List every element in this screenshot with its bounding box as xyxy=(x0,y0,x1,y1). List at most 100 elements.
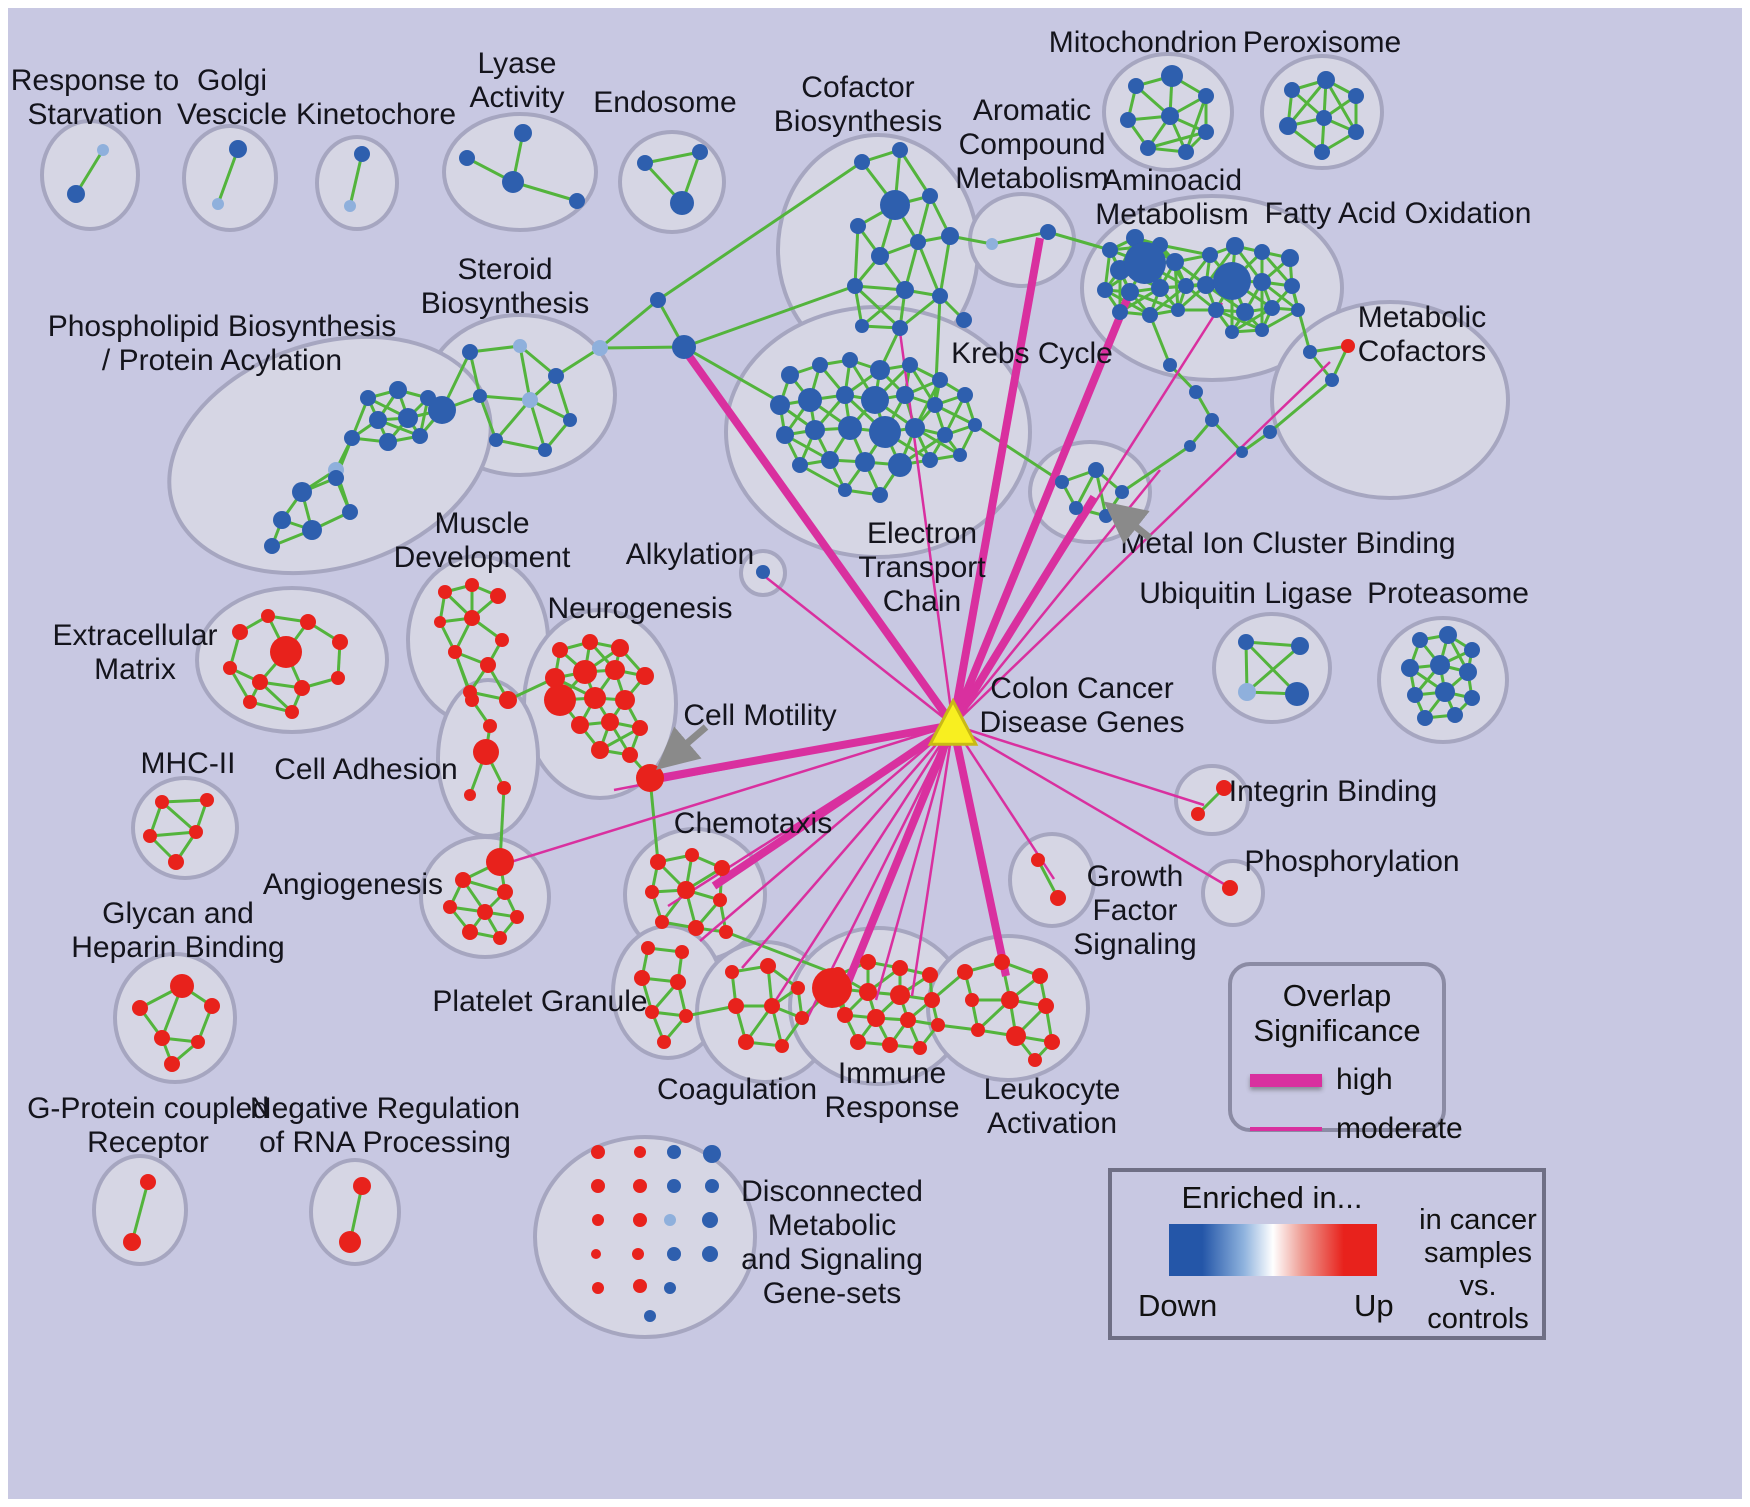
gene-set-overlap-edge xyxy=(853,225,860,287)
gene-set-node xyxy=(584,687,606,709)
gene-set-node xyxy=(1225,325,1239,339)
gene-set-node xyxy=(764,998,780,1014)
gene-set-node xyxy=(941,227,959,245)
gene-set-node xyxy=(1198,124,1214,140)
gene-set-node xyxy=(719,925,733,939)
gene-set-overlap-edge xyxy=(898,149,932,197)
gene-set-node xyxy=(200,793,214,807)
gene-set-node xyxy=(702,1246,718,1262)
up-regulated-label: Up xyxy=(1354,1288,1394,1323)
gene-set-node xyxy=(591,741,609,759)
gene-set-node xyxy=(636,667,654,685)
gene-set-node xyxy=(1284,278,1300,294)
gene-set-node xyxy=(1088,462,1104,478)
gene-set-node xyxy=(633,1213,647,1227)
gene-set-node xyxy=(1263,425,1277,439)
gene-set-node xyxy=(792,457,808,473)
cluster-region-aromatic-compound-metabolism xyxy=(968,192,1076,288)
gene-set-node xyxy=(1291,303,1305,317)
gene-set-node xyxy=(1216,780,1232,796)
gene-set-node xyxy=(910,234,926,250)
gene-set-node xyxy=(896,386,914,404)
gene-set-node xyxy=(913,1041,927,1055)
disease-overlap-edge-high xyxy=(949,237,1044,726)
inter-cluster-edge xyxy=(1290,285,1312,353)
gene-set-node xyxy=(592,340,608,356)
gene-set-overlap-edge xyxy=(1246,644,1301,694)
gene-set-node xyxy=(1163,358,1177,372)
gene-set-overlap-edge xyxy=(599,298,659,350)
gene-set-overlap-edge xyxy=(161,798,208,804)
gene-set-overlap-edge xyxy=(899,294,941,330)
gene-set-node xyxy=(164,1056,180,1072)
gene-set-node xyxy=(805,420,825,440)
gene-set-node xyxy=(538,443,552,457)
gene-set-node xyxy=(632,720,648,736)
gene-set-node xyxy=(965,993,979,1007)
gene-set-node xyxy=(464,789,476,801)
overlap-moderate-row: moderate xyxy=(1250,1112,1463,1146)
disease-overlap-edge-moderate xyxy=(613,723,954,792)
gene-set-node xyxy=(332,634,348,650)
gene-set-node xyxy=(1040,224,1056,240)
gene-set-node xyxy=(548,368,564,384)
gene-set-node xyxy=(140,1174,156,1190)
gene-set-node xyxy=(1253,273,1271,291)
gene-set-node xyxy=(892,320,908,336)
gene-set-node xyxy=(1038,998,1054,1014)
gene-set-node xyxy=(776,426,794,444)
moderate-significance-line xyxy=(1250,1127,1322,1131)
gene-set-node xyxy=(154,1030,170,1046)
gene-set-node xyxy=(922,452,938,468)
gene-set-node xyxy=(956,312,972,328)
gene-set-node xyxy=(1284,82,1300,98)
gene-set-node xyxy=(270,636,302,668)
label-kinetochore: Kinetochore xyxy=(296,98,456,131)
gene-set-node xyxy=(931,1018,945,1032)
gene-set-node xyxy=(1050,890,1066,906)
gene-set-node xyxy=(1198,88,1214,104)
gene-set-node xyxy=(1006,1026,1026,1046)
gene-set-node xyxy=(1464,642,1480,658)
gene-set-node xyxy=(655,915,669,929)
gene-set-node xyxy=(170,974,194,998)
gene-set-node xyxy=(344,200,356,212)
inter-cluster-edge xyxy=(683,284,856,349)
gene-set-node xyxy=(670,191,694,215)
gene-set-node xyxy=(132,1000,148,1016)
label-coagulation: Coagulation xyxy=(657,1073,817,1106)
gene-set-node xyxy=(770,395,790,415)
inter-cluster-edge xyxy=(683,345,783,405)
gene-set-node xyxy=(1178,278,1194,294)
gene-set-node xyxy=(836,386,854,404)
label-integrin-binding: Integrin Binding xyxy=(1229,775,1437,808)
gene-set-node xyxy=(855,452,875,472)
gene-set-node xyxy=(1412,632,1428,648)
gene-set-node xyxy=(302,520,322,540)
gene-set-node xyxy=(434,616,446,628)
gene-set-node xyxy=(1348,88,1364,104)
gene-set-node xyxy=(634,970,650,986)
disease-overlap-edge-moderate xyxy=(952,723,1205,807)
gene-set-node xyxy=(615,690,635,710)
gene-set-overlap-edge xyxy=(528,399,547,451)
gene-set-node xyxy=(882,1037,898,1053)
gene-set-node xyxy=(552,642,568,658)
gene-set-node xyxy=(1115,485,1129,499)
gene-set-node xyxy=(300,614,316,630)
inter-cluster-edge xyxy=(974,423,1063,484)
gene-set-node xyxy=(1112,304,1128,320)
disease-overlap-edge-moderate xyxy=(503,723,954,866)
gene-set-node xyxy=(232,624,248,640)
gene-set-node xyxy=(591,1145,605,1159)
gene-set-node xyxy=(1044,1034,1060,1050)
gene-set-node xyxy=(1126,229,1144,247)
disease-overlap-edge-moderate xyxy=(952,723,1230,889)
gene-set-node xyxy=(847,278,863,294)
